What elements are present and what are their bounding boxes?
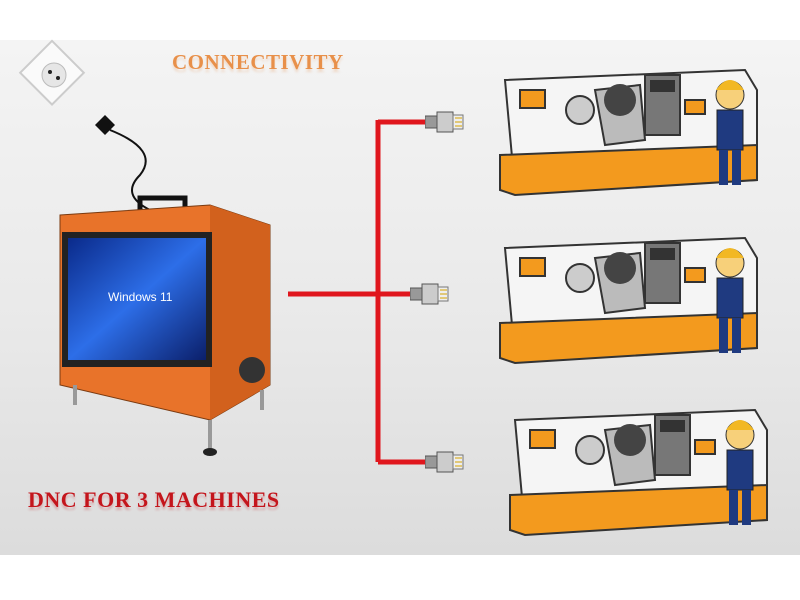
dnc-device [59, 195, 271, 456]
network-cables [288, 119, 425, 465]
windows-11-label: Windows 11 [108, 290, 173, 304]
page-title: CONNECTIVITY [172, 50, 344, 74]
ethernet-connector-icon [425, 111, 464, 133]
cnc-machine-1 [499, 69, 758, 196]
wall-socket-icon [18, 39, 86, 106]
power-plug-icon [95, 115, 151, 211]
caption: DNC FOR 3 MACHINES [28, 487, 280, 512]
ethernet-connector-icon [425, 451, 464, 473]
ethernet-connector-icon [410, 283, 449, 305]
windows-screen [68, 238, 206, 360]
cnc-machine-3 [509, 409, 768, 536]
cnc-machine-2 [499, 237, 758, 364]
